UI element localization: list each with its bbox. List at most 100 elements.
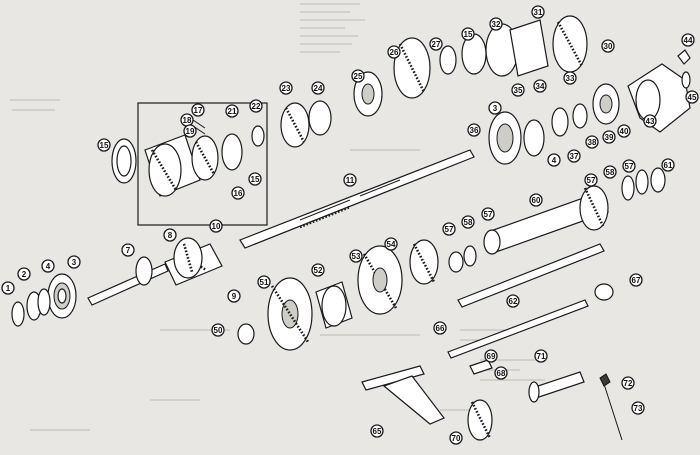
callout-23: 23: [279, 81, 293, 95]
callout-3: 3: [67, 255, 81, 269]
shift-forks: [361, 359, 623, 441]
ring-7: [135, 256, 153, 286]
svg-text:34: 34: [536, 82, 545, 91]
callout-16: 16: [231, 186, 245, 200]
svg-text:1: 1: [6, 284, 11, 293]
svg-text:3: 3: [493, 104, 498, 113]
callout-45: 45: [685, 90, 699, 104]
callout-35: 35: [511, 83, 525, 97]
callout-54: 54: [384, 237, 398, 251]
callout-32: 32: [489, 17, 503, 31]
input-shaft: [87, 237, 223, 306]
svg-text:31: 31: [534, 8, 543, 17]
callout-33: 33: [563, 71, 577, 85]
svg-text:4: 4: [552, 156, 557, 165]
callout-8: 8: [163, 228, 177, 242]
callout-25: 25: [351, 69, 365, 83]
callout-68: 68: [494, 366, 508, 380]
svg-text:43: 43: [646, 117, 655, 126]
svg-text:57: 57: [587, 176, 596, 185]
callout-9: 9: [227, 289, 241, 303]
svg-text:66: 66: [436, 324, 445, 333]
callout-73: 73: [631, 401, 645, 415]
callout-34: 34: [533, 79, 547, 93]
svg-text:33: 33: [566, 74, 575, 83]
svg-text:51: 51: [260, 278, 269, 287]
svg-text:39: 39: [605, 133, 614, 142]
svg-text:57: 57: [484, 210, 493, 219]
callout-44: 44: [681, 33, 695, 47]
callout-30: 30: [601, 39, 615, 53]
svg-text:21: 21: [228, 107, 237, 116]
svg-text:15: 15: [251, 175, 260, 184]
svg-text:10: 10: [212, 222, 221, 231]
callout-60: 60: [529, 193, 543, 207]
svg-text:69: 69: [487, 352, 496, 361]
upper-gears: [251, 15, 588, 148]
svg-text:19: 19: [186, 127, 195, 136]
svg-text:3: 3: [72, 258, 77, 267]
lower-gears: [237, 239, 439, 351]
main-shaft: [239, 149, 475, 249]
svg-text:38: 38: [588, 138, 597, 147]
svg-text:25: 25: [354, 72, 363, 81]
svg-text:73: 73: [634, 404, 643, 413]
callout-38: 38: [585, 135, 599, 149]
callout-10: 10: [209, 219, 223, 233]
svg-text:68: 68: [497, 369, 506, 378]
callout-27: 27: [429, 37, 443, 51]
svg-text:65: 65: [373, 427, 382, 436]
callout-69: 69: [484, 349, 498, 363]
svg-text:8: 8: [168, 231, 173, 240]
svg-text:26: 26: [390, 48, 399, 57]
svg-text:61: 61: [664, 161, 673, 170]
callout-66: 66: [433, 321, 447, 335]
svg-text:9: 9: [232, 292, 237, 301]
callout-18: 18: [180, 113, 194, 127]
callout-57: 57: [481, 207, 495, 221]
svg-text:7: 7: [126, 246, 131, 255]
callout-40: 40: [617, 124, 631, 138]
callout-58: 58: [603, 165, 617, 179]
svg-text:4: 4: [46, 262, 51, 271]
callout-57: 57: [442, 222, 456, 236]
callout-3: 3: [488, 101, 502, 115]
callout-61: 61: [661, 158, 675, 172]
callout-24: 24: [311, 81, 325, 95]
callout-21: 21: [225, 104, 239, 118]
callout-67: 67: [629, 273, 643, 287]
svg-text:50: 50: [214, 326, 223, 335]
svg-text:60: 60: [532, 196, 541, 205]
callout-57: 57: [622, 159, 636, 173]
svg-text:54: 54: [387, 240, 396, 249]
inset-synchro: [111, 119, 243, 197]
callout-71: 71: [534, 349, 548, 363]
callout-19: 19: [183, 124, 197, 138]
callout-15: 15: [461, 27, 475, 41]
svg-text:58: 58: [464, 218, 473, 227]
svg-text:40: 40: [620, 127, 629, 136]
svg-text:24: 24: [314, 84, 323, 93]
callout-70: 70: [449, 431, 463, 445]
svg-text:36: 36: [470, 126, 479, 135]
svg-text:18: 18: [183, 116, 192, 125]
callout-65: 65: [370, 424, 384, 438]
svg-text:22: 22: [252, 102, 261, 111]
svg-text:23: 23: [282, 84, 291, 93]
callout-26: 26: [387, 45, 401, 59]
callout-31: 31: [531, 5, 545, 19]
svg-text:67: 67: [632, 276, 641, 285]
callout-53: 53: [349, 249, 363, 263]
svg-text:35: 35: [514, 86, 523, 95]
callout-4: 4: [547, 153, 561, 167]
svg-text:45: 45: [688, 93, 697, 102]
shift-rods: [447, 243, 614, 359]
callout-43: 43: [643, 114, 657, 128]
callout-57: 57: [584, 173, 598, 187]
countershaft-cluster: [448, 167, 666, 273]
callout-51: 51: [257, 275, 271, 289]
callout-17: 17: [191, 103, 205, 117]
callout-4: 4: [41, 259, 55, 273]
